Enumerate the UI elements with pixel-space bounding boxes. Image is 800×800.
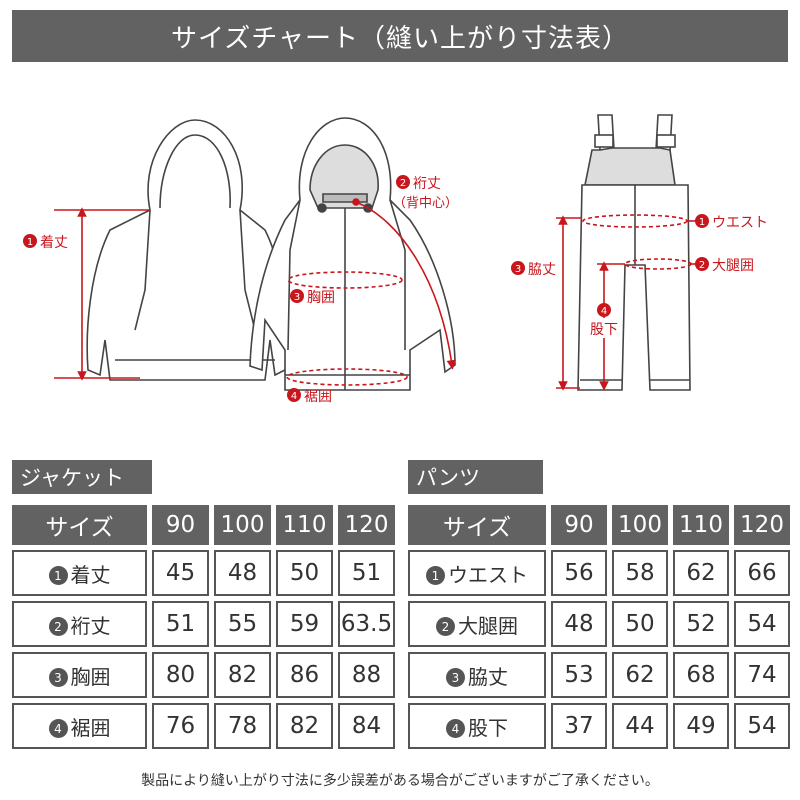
cell-value: 76	[152, 703, 209, 749]
cell-value: 37	[551, 703, 607, 749]
cell-value: 59	[276, 601, 333, 647]
cell-value: 56	[551, 550, 607, 596]
cell-value: 62	[673, 550, 729, 596]
marker-2: 2	[400, 178, 406, 189]
label-hem: 裾囲	[304, 389, 332, 405]
table-header-row: サイズ 90 100 110 120	[12, 505, 395, 545]
pants-labels: 1 ウエスト 2 大腿囲 3 脇丈 4 股下	[511, 214, 768, 338]
cell-value: 62	[612, 652, 668, 698]
number-badge: 3	[48, 668, 68, 687]
cell-value: 52	[673, 601, 729, 647]
cell-value: 82	[214, 652, 271, 698]
number-badge: 1	[48, 566, 68, 585]
number-badge: 1	[426, 566, 445, 585]
measurement-diagram: 1 着丈 2 裄丈 （背中心） 3 胸囲 4 裾囲 1	[23, 114, 768, 405]
cell-value: 45	[152, 550, 209, 596]
cell-value: 84	[338, 703, 395, 749]
pants-illustration	[577, 114, 691, 391]
cell-value: 88	[338, 652, 395, 698]
cell-value: 51	[338, 550, 395, 596]
jacket-labels: 1 着丈 2 裄丈 （背中心） 3 胸囲 4 裾囲	[23, 175, 458, 405]
page-title: サイズチャート（縫い上がり寸法表）	[12, 10, 788, 62]
header-size: サイズ	[408, 505, 546, 545]
cell-value: 78	[214, 703, 271, 749]
header-size-120: 120	[338, 505, 395, 545]
marker-4: 4	[601, 306, 607, 317]
header-size-90: 90	[152, 505, 209, 545]
cell-value: 54	[734, 703, 790, 749]
cell-value: 48	[551, 601, 607, 647]
footnote: 製品により縫い上がり寸法に多少誤差がある場合がございますがご了承ください。	[141, 773, 659, 789]
label-sleeve-length-note: （背中心）	[393, 196, 458, 211]
cell-value: 48	[214, 550, 271, 596]
label-side-length: 脇丈	[528, 262, 556, 278]
cell-value: 49	[673, 703, 729, 749]
number-badge: 4	[446, 719, 465, 738]
number-badge: 4	[48, 719, 68, 738]
marker-4: 4	[291, 391, 297, 402]
table-header-row: サイズ 90 100 110 120	[408, 505, 790, 545]
cell-value: 50	[612, 601, 668, 647]
cell-value: 51	[152, 601, 209, 647]
cell-value: 63.5	[338, 601, 395, 647]
cell-value: 80	[152, 652, 209, 698]
jacket-front-illustration	[249, 117, 456, 391]
cell-value: 68	[673, 652, 729, 698]
jacket-table-label: ジャケット	[12, 460, 152, 494]
header-size-100: 100	[214, 505, 271, 545]
cell-value: 50	[276, 550, 333, 596]
cell-value: 58	[612, 550, 668, 596]
header-size-100: 100	[612, 505, 668, 545]
cell-value: 54	[734, 601, 790, 647]
label-thigh: 大腿囲	[712, 258, 754, 274]
cell-value: 86	[276, 652, 333, 698]
cell-value: 82	[276, 703, 333, 749]
label-chest: 胸囲	[307, 290, 335, 306]
header-size-110: 110	[673, 505, 729, 545]
cell-value: 44	[612, 703, 668, 749]
marker-3: 3	[515, 264, 521, 275]
cell-value: 74	[734, 652, 790, 698]
label-sleeve-length: 裄丈	[413, 176, 441, 192]
pants-table-label: パンツ	[408, 460, 543, 494]
jacket-measure-marks	[54, 198, 457, 386]
cell-value: 53	[551, 652, 607, 698]
number-badge: 2	[48, 617, 68, 636]
label-waist: ウエスト	[712, 215, 768, 231]
header-size: サイズ	[12, 505, 147, 545]
marker-2: 2	[699, 260, 705, 271]
label-jacket-length: 着丈	[40, 235, 68, 251]
cell-value: 66	[734, 550, 790, 596]
marker-3: 3	[294, 292, 300, 303]
header-size-110: 110	[276, 505, 333, 545]
label-inseam: 股下	[590, 322, 618, 338]
number-badge: 3	[446, 668, 465, 687]
marker-1: 1	[699, 217, 705, 228]
cell-value: 55	[214, 601, 271, 647]
header-size-120: 120	[734, 505, 790, 545]
number-badge: 2	[436, 617, 455, 636]
header-size-90: 90	[551, 505, 607, 545]
marker-1: 1	[27, 237, 33, 248]
